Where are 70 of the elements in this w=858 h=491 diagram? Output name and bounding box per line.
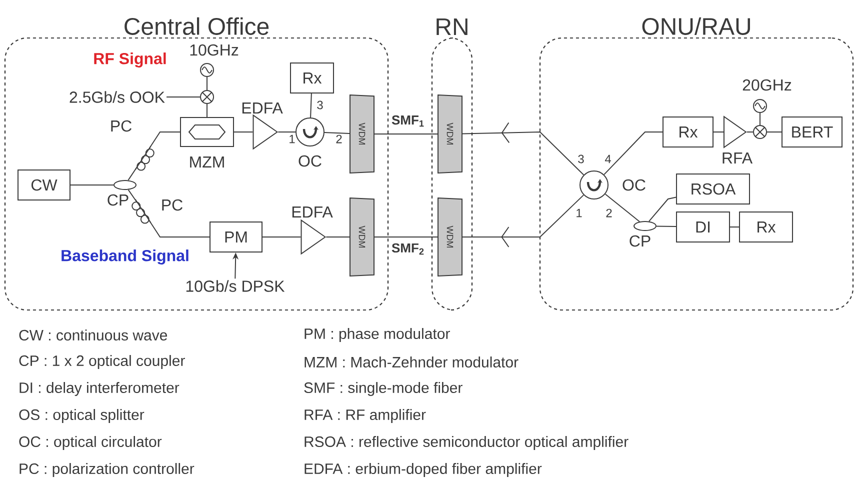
mixer-symbol <box>200 90 214 104</box>
connector <box>166 96 200 98</box>
component-label: 20GHz <box>742 79 792 91</box>
component-label: 10GHz <box>190 44 238 56</box>
connector <box>148 220 210 238</box>
component-label: 1 <box>576 208 582 218</box>
definition-text: MZM : Mach-Zehnder modulator <box>304 356 518 368</box>
component-label: 2 <box>336 134 342 144</box>
component-label: 1 <box>290 134 295 144</box>
node-label: Central Office <box>124 17 269 35</box>
component-label: 3 <box>578 154 584 164</box>
component-label: OC <box>622 179 646 191</box>
component-label: CP <box>630 235 650 247</box>
connector <box>148 132 180 149</box>
definition-text: CW : continuous wave <box>19 330 168 340</box>
component-label: RFA <box>722 152 753 164</box>
definition-text: RSOA : reflective semiconductor optical amplifier <box>304 436 628 450</box>
signal-label: 2.5Gb/s OOK <box>70 91 165 103</box>
component-label: OC <box>298 155 322 167</box>
connector <box>324 132 350 134</box>
definition-text: OS : optical splitter <box>19 409 144 423</box>
connector <box>262 236 302 238</box>
connector <box>374 236 438 238</box>
connector <box>462 194 584 248</box>
definition-text: OC : optical circulator <box>19 436 162 450</box>
connector <box>128 189 137 202</box>
connector <box>604 132 663 176</box>
node-label: ONU/RAU <box>642 17 750 35</box>
signal-label: 10Gb/s DPSK <box>186 280 285 292</box>
component-label: PC <box>162 199 183 211</box>
connector <box>326 236 350 238</box>
node-label: RN <box>436 18 468 35</box>
component-box: Rx <box>662 116 714 148</box>
connector <box>206 104 208 118</box>
component-label: 3 <box>317 100 323 110</box>
connector <box>648 196 676 222</box>
component-box: BERT <box>782 116 842 148</box>
connector <box>656 226 676 228</box>
component-box: PM <box>210 222 262 252</box>
edge-label: SMF$_{1}$ <box>390 114 426 128</box>
connector <box>206 76 208 90</box>
connector <box>128 167 138 181</box>
connector <box>462 122 584 176</box>
component-label: EDFA <box>292 206 333 218</box>
connector <box>310 93 312 118</box>
definition-text: DI : delay interferometer <box>20 382 180 396</box>
component-label: PC <box>111 120 132 132</box>
component-box: Rx <box>290 62 334 94</box>
connector <box>70 184 114 186</box>
definition-text: SMF : single-mode fiber <box>304 382 462 396</box>
component-label: CP <box>108 194 128 206</box>
connector <box>730 226 740 228</box>
definition-text: CP : 1 x 2 optical coupler <box>19 355 185 369</box>
component-label: EDFA <box>242 102 283 114</box>
component-box: CW <box>18 170 70 200</box>
signal-heading: Baseband Signal <box>62 250 188 264</box>
definition-text: PM : phase modulator <box>304 328 450 342</box>
definition-text: PC : polarization controller <box>20 463 194 477</box>
signal-heading: RF Signal <box>94 52 166 68</box>
definition-text: RFA : RF amplifier <box>304 409 426 423</box>
component-label: 2 <box>606 208 612 218</box>
component-label: 4 <box>604 154 611 164</box>
component-box: RSOA <box>676 174 750 204</box>
connector <box>604 194 640 222</box>
definition-text: EDFA : erbium-doped fiber amplifier <box>304 463 542 477</box>
component-label: MZM <box>190 156 224 168</box>
component-box: Rx <box>739 212 793 242</box>
component-box: DI <box>676 212 730 242</box>
mixer-symbol <box>753 125 767 139</box>
edge-label: SMF$_{2}$ <box>390 242 426 256</box>
